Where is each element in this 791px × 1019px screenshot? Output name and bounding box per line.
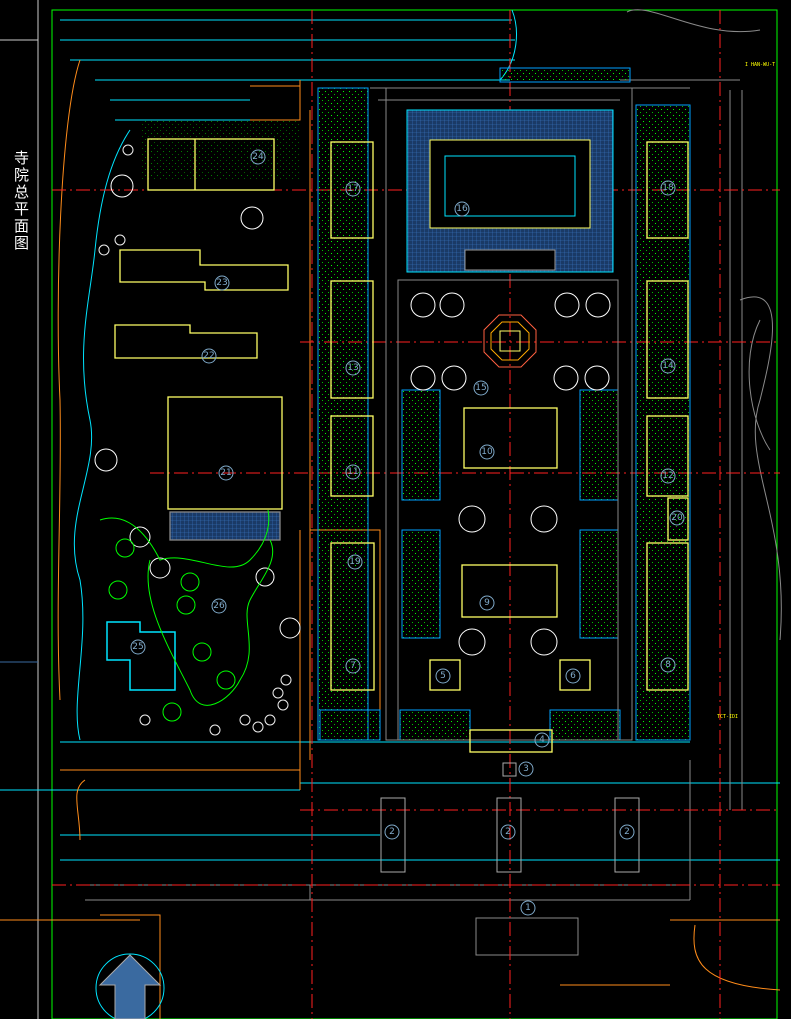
tag-17: 17	[347, 184, 358, 194]
tag-3: 3	[523, 764, 529, 774]
main-hall	[406, 109, 614, 273]
tag-14: 14	[662, 361, 674, 371]
tag-12: 12	[662, 471, 673, 481]
tag-24: 24	[252, 152, 264, 162]
tag-22: 22	[203, 351, 214, 361]
garden-beds	[140, 67, 691, 741]
main-courtyard	[385, 87, 633, 741]
tag-1: 1	[525, 903, 531, 913]
tag-26: 26	[213, 601, 225, 611]
drawing-title: 寺院总平面图	[12, 150, 30, 252]
tag-25: 25	[132, 642, 143, 652]
grey-lines	[85, 9, 782, 956]
tag-23: 23	[216, 278, 227, 288]
tag-15: 15	[475, 383, 486, 393]
pavilion-25	[106, 621, 176, 691]
tag-9: 9	[484, 598, 490, 608]
tag-16: 16	[456, 204, 468, 214]
tag-8: 8	[665, 660, 671, 670]
tag-21: 21	[220, 468, 231, 478]
tag-19: 19	[349, 557, 361, 567]
buildings	[114, 138, 689, 753]
entrance-bridges	[380, 762, 640, 873]
trees	[94, 174, 611, 656]
pagoda	[483, 314, 537, 368]
tag-10: 10	[481, 447, 493, 457]
tag-2-left: 2	[389, 827, 395, 837]
shrubs	[98, 144, 292, 736]
tag-2-center: 2	[505, 827, 511, 837]
tag-4: 4	[539, 735, 545, 745]
tag-11: 11	[347, 467, 358, 477]
annotation-top-right: I HAN-WU-T	[745, 62, 775, 68]
tag-5: 5	[440, 671, 446, 681]
tag-2-right: 2	[624, 827, 630, 837]
tag-18: 18	[662, 183, 674, 193]
annotation-right: TCT-IDI	[717, 714, 738, 720]
landscape-garden	[99, 509, 274, 722]
tag-6: 6	[570, 671, 576, 681]
number-tags	[130, 149, 685, 916]
tag-13: 13	[347, 363, 358, 373]
north-arrow-icon	[95, 953, 165, 1019]
tag-20: 20	[671, 513, 683, 523]
tag-7: 7	[350, 661, 356, 671]
